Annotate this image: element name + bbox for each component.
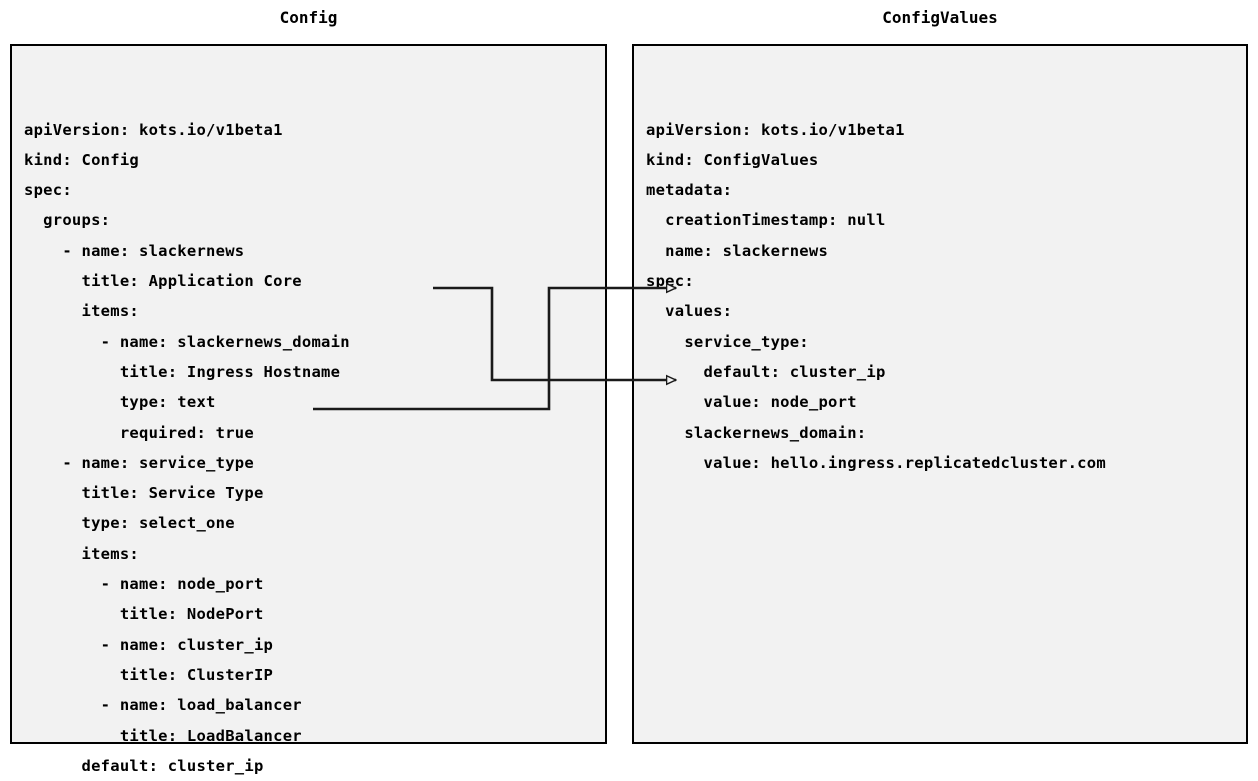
configvalues-code-line-2: metadata: (646, 181, 733, 200)
config-code-line-18: title: ClusterIP (24, 665, 274, 684)
right-panel-title: ConfigValues (882, 8, 998, 27)
config-code-line-6: items: (24, 302, 139, 321)
config-code-line-8: title: Ingress Hostname (24, 362, 341, 381)
configvalues-code-line-0: apiVersion: kots.io/v1beta1 (646, 120, 905, 139)
configvalues-code-line-5: spec: (646, 272, 694, 291)
configvalues-code-line-8: default: cluster_ip (646, 362, 886, 381)
config-code-line-13: type: select_one (24, 514, 235, 533)
config-code-line-2: spec: (24, 181, 72, 200)
config-yaml-code: apiVersion: kots.io/v1beta1 kind: Config s… (24, 54, 604, 781)
config-code-line-16: title: NodePort (24, 605, 264, 624)
config-code-line-20: title: LoadBalancer (24, 726, 302, 745)
config-code-line-9: type: text (24, 393, 216, 412)
config-code-line-17: - name: cluster_ip (24, 635, 274, 654)
configvalues-code-line-11: value: hello.ingress.replicatedcluster.c… (646, 453, 1106, 472)
diagram-canvas: Config apiVersion: kots.io/v1beta1 kind: … (10, 8, 1248, 775)
configvalues-yaml-code: apiVersion: kots.io/v1beta1 kind: ConfigV… (646, 54, 1246, 478)
config-code-line-4: - name: slackernews (24, 241, 245, 260)
configvalues-code-line-4: name: slackernews (646, 241, 829, 260)
config-code-line-10: required: true (24, 423, 254, 442)
configvalues-code-line-7: service_type: (646, 332, 809, 351)
configvalues-panel (632, 44, 1248, 744)
configvalues-code-line-10: slackernews_domain: (646, 423, 867, 442)
config-code-line-12: title: Service Type (24, 484, 264, 503)
config-code-line-0: apiVersion: kots.io/v1beta1 (24, 120, 283, 139)
configvalues-code-line-3: creationTimestamp: null (646, 211, 886, 230)
config-code-line-21: default: cluster_ip (24, 756, 264, 775)
configvalues-code-line-6: values: (646, 302, 733, 321)
configvalues-code-line-1: kind: ConfigValues (646, 150, 819, 169)
config-code-line-1: kind: Config (24, 150, 139, 169)
config-code-line-15: - name: node_port (24, 575, 264, 594)
config-code-line-3: groups: (24, 211, 111, 230)
config-code-line-19: - name: load_balancer (24, 696, 302, 715)
configvalues-code-line-9: value: node_port (646, 393, 857, 412)
config-code-line-5: title: Application Core (24, 272, 302, 291)
config-code-line-7: - name: slackernews_domain (24, 332, 350, 351)
left-panel-title: Config (279, 8, 338, 27)
config-code-line-11: - name: service_type (24, 453, 254, 472)
config-code-line-14: items: (24, 544, 139, 563)
